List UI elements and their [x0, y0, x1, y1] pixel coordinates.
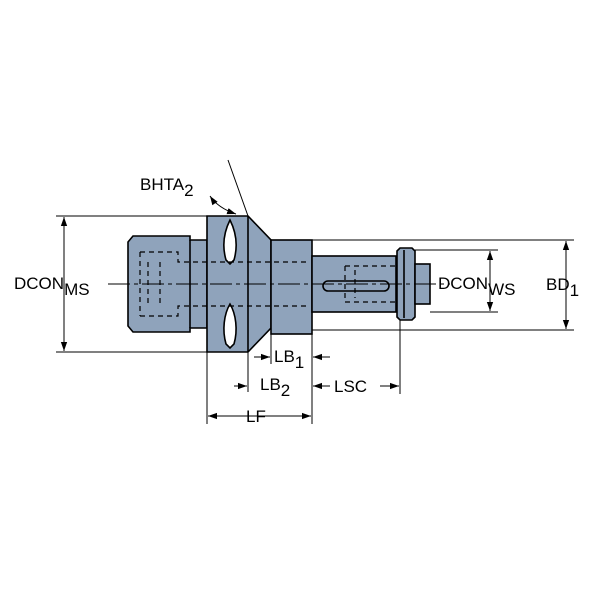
dimension-labels: BHTA2 DCONMS DCONWS BD1 LB1 LB2 LSC LF	[14, 175, 579, 426]
lb1-label: LB1	[274, 347, 304, 372]
flange-slots	[223, 218, 237, 350]
neck	[270, 239, 313, 335]
dimension-lines	[60, 195, 570, 420]
extension-lines	[56, 159, 574, 424]
lsc-label: LSC	[334, 377, 367, 396]
upper-slot	[223, 218, 237, 266]
dcon-ms-label: DCONMS	[14, 274, 90, 299]
bhta-angle-arc	[209, 195, 237, 215]
lf-label: LF	[246, 407, 266, 426]
bhta-reference-line	[227, 159, 249, 217]
bd-label: BD1	[546, 275, 579, 300]
lb2-label: LB2	[260, 375, 290, 400]
dcon-ws-label: DCONWS	[438, 274, 515, 299]
lower-slot	[223, 302, 237, 350]
tool-holder-body	[127, 215, 431, 353]
bhta-label: BHTA2	[140, 175, 194, 200]
coupling-bore-hidden	[139, 251, 310, 317]
shank-bore-hidden	[344, 265, 395, 303]
